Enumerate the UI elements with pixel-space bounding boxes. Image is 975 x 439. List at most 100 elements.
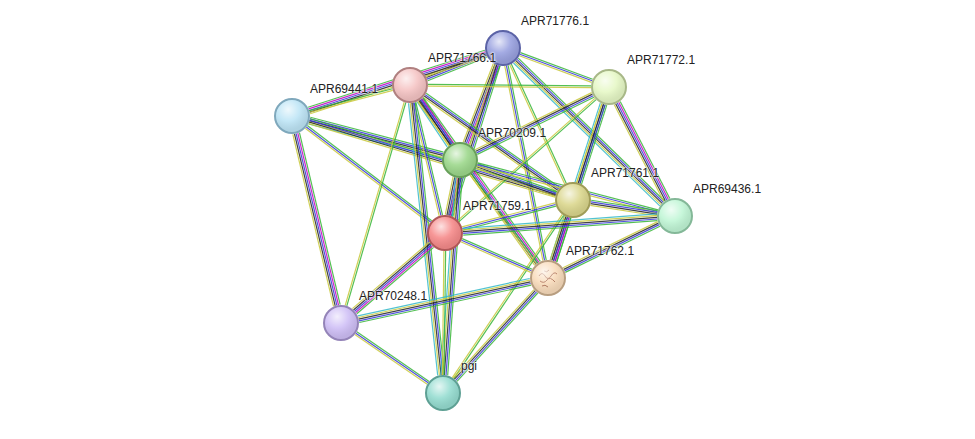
evidence-strand (453, 290, 534, 378)
protein-node: APR71759.1 (427, 215, 463, 251)
evidence-strand (475, 93, 592, 150)
protein-node: APR71772.1 (591, 69, 627, 105)
protein-label: APR71772.1 (627, 53, 695, 67)
evidence-strand (355, 245, 432, 311)
evidence-strand (564, 223, 659, 269)
evidence-strand (591, 204, 657, 214)
evidence-strand (455, 291, 536, 379)
node-circle (555, 182, 591, 218)
protein-node: APR69436.1 (657, 198, 693, 234)
evidence-strand (477, 97, 594, 154)
protein-label: APR71776.1 (521, 14, 589, 28)
protein-node: APR69441.1 (274, 98, 310, 134)
evidence-strand (444, 251, 446, 375)
evidence-strand (357, 332, 429, 382)
evidence-strand (355, 335, 427, 385)
protein-label: APR69441.1 (310, 82, 378, 96)
interaction-edge (442, 251, 445, 375)
interaction-edge (355, 332, 429, 384)
interaction-edge (423, 93, 560, 191)
evidence-strand (617, 103, 667, 200)
evidence-strand (471, 174, 537, 263)
evidence-strand (452, 214, 562, 377)
evidence-strand (305, 128, 429, 223)
protein-label: APR71766.1 (428, 51, 496, 65)
evidence-strand (444, 178, 458, 375)
evidence-strand (293, 134, 334, 306)
interaction-edge (563, 222, 660, 273)
evidence-strand (294, 134, 335, 306)
evidence-strand (458, 98, 595, 220)
protein-node: APR71762.1 (530, 260, 566, 296)
node-circle (427, 215, 463, 251)
evidence-strand (299, 133, 340, 305)
interaction-edge (358, 279, 531, 323)
protein-label: pgi (461, 359, 477, 373)
evidence-strand (296, 134, 337, 306)
protein-label: APR69436.1 (693, 182, 761, 196)
evidence-strand (463, 217, 657, 231)
node-circle (274, 98, 310, 134)
evidence-strand (457, 293, 538, 381)
node-circle (442, 142, 478, 178)
evidence-strand (353, 243, 430, 309)
evidence-strand (463, 216, 657, 230)
evidence-strand (359, 283, 531, 320)
evidence-strand (461, 240, 531, 271)
protein-node: pgi (425, 375, 461, 411)
evidence-strand (552, 104, 602, 261)
evidence-strand (557, 105, 607, 262)
node-circle (323, 305, 359, 341)
interaction-edge (461, 239, 532, 273)
node-circle (530, 260, 566, 296)
protein-node: APR71761.1 (555, 182, 591, 218)
protein-node: APR70248.1 (323, 305, 359, 341)
evidence-strand (619, 102, 669, 199)
evidence-strand (442, 251, 444, 375)
protein-node: APR70209.1 (442, 142, 478, 178)
protein-label: APR71759.1 (463, 199, 531, 213)
interaction-edge (352, 242, 433, 314)
interaction-edge (475, 93, 594, 155)
evidence-strand (477, 96, 594, 153)
evidence-strand (462, 239, 532, 270)
evidence-strand (298, 133, 339, 305)
evidence-strand (463, 214, 657, 228)
evidence-strand (476, 94, 593, 151)
node-circle (657, 198, 693, 234)
interaction-edge (463, 214, 658, 235)
evidence-strand (563, 222, 658, 268)
evidence-strand (459, 100, 596, 222)
interaction-edge (550, 103, 607, 262)
evidence-strand (553, 104, 603, 261)
protein-label: APR71761.1 (591, 166, 659, 180)
evidence-strand (550, 103, 600, 260)
evidence-strand (307, 126, 431, 221)
evidence-strand (441, 178, 455, 375)
interaction-edge (428, 84, 591, 87)
evidence-strand (347, 103, 406, 306)
interaction-edge (590, 200, 657, 215)
evidence-strand (358, 280, 530, 317)
evidence-strand (356, 333, 428, 383)
evidence-strand (352, 242, 429, 308)
evidence-strand (555, 105, 605, 262)
protein-label: APR71762.1 (566, 244, 634, 258)
evidence-strand (565, 225, 660, 271)
evidence-strand (456, 292, 537, 380)
evidence-strand (445, 177, 453, 215)
evidence-strand (358, 279, 530, 316)
interaction-edge (453, 290, 537, 382)
protein-node: APR71766.1 (392, 67, 428, 103)
node-circle (425, 375, 461, 411)
evidence-strand (356, 246, 433, 312)
evidence-strand (461, 242, 531, 273)
evidence-strand (477, 167, 556, 195)
evidence-strand (565, 226, 660, 272)
interaction-edge (441, 178, 462, 376)
evidence-strand (345, 102, 404, 305)
interaction-edge (519, 53, 592, 83)
interaction-edge (614, 101, 670, 201)
